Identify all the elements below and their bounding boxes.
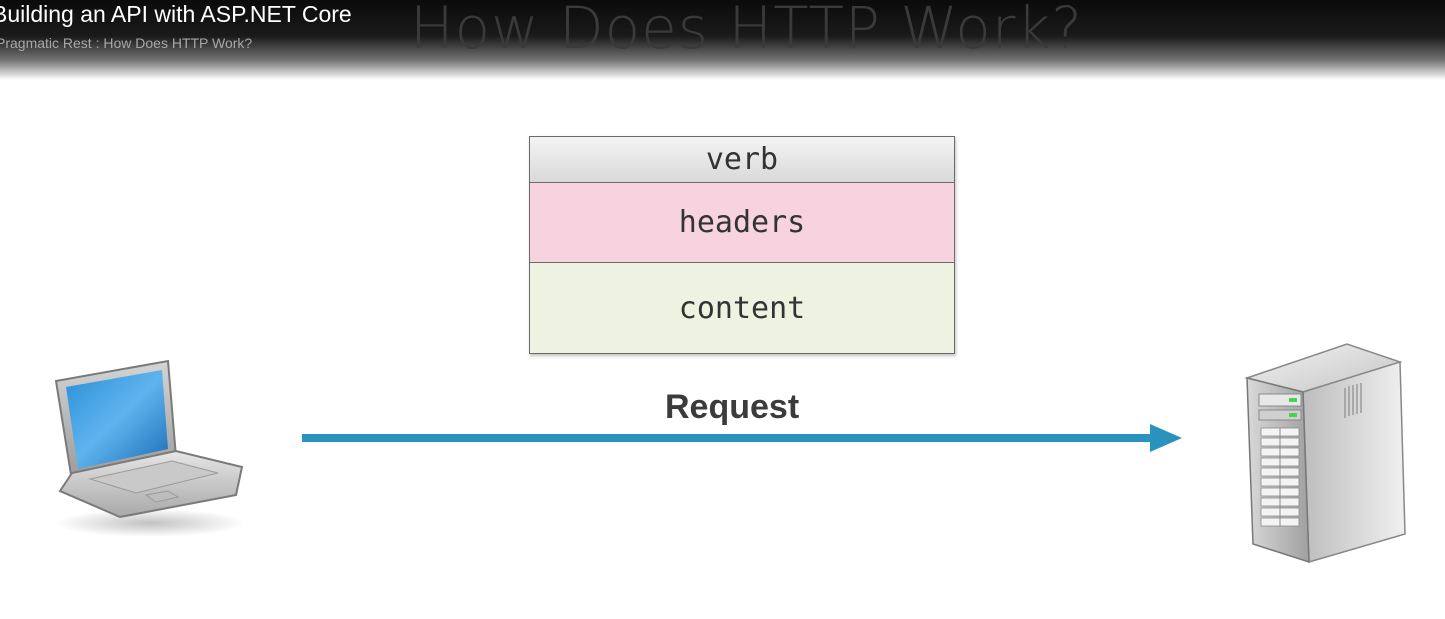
- server-icon: [1244, 343, 1406, 564]
- packet-row-verb: verb: [530, 137, 954, 183]
- arrow-right-icon: [302, 424, 1182, 452]
- module-title: Pragmatic Rest : How Does HTTP Work?: [0, 35, 253, 51]
- title-overlay: [0, 0, 1445, 80]
- packet-row-content: content: [530, 263, 954, 353]
- course-title[interactable]: Building an API with ASP.NET Core: [0, 1, 352, 27]
- http-message-diagram: verb headers content: [529, 136, 955, 354]
- slide-title: How Does HTTP Work?: [410, 0, 1083, 62]
- laptop-icon: [54, 359, 245, 537]
- request-label: Request: [665, 388, 800, 426]
- packet-row-headers: headers: [530, 183, 954, 263]
